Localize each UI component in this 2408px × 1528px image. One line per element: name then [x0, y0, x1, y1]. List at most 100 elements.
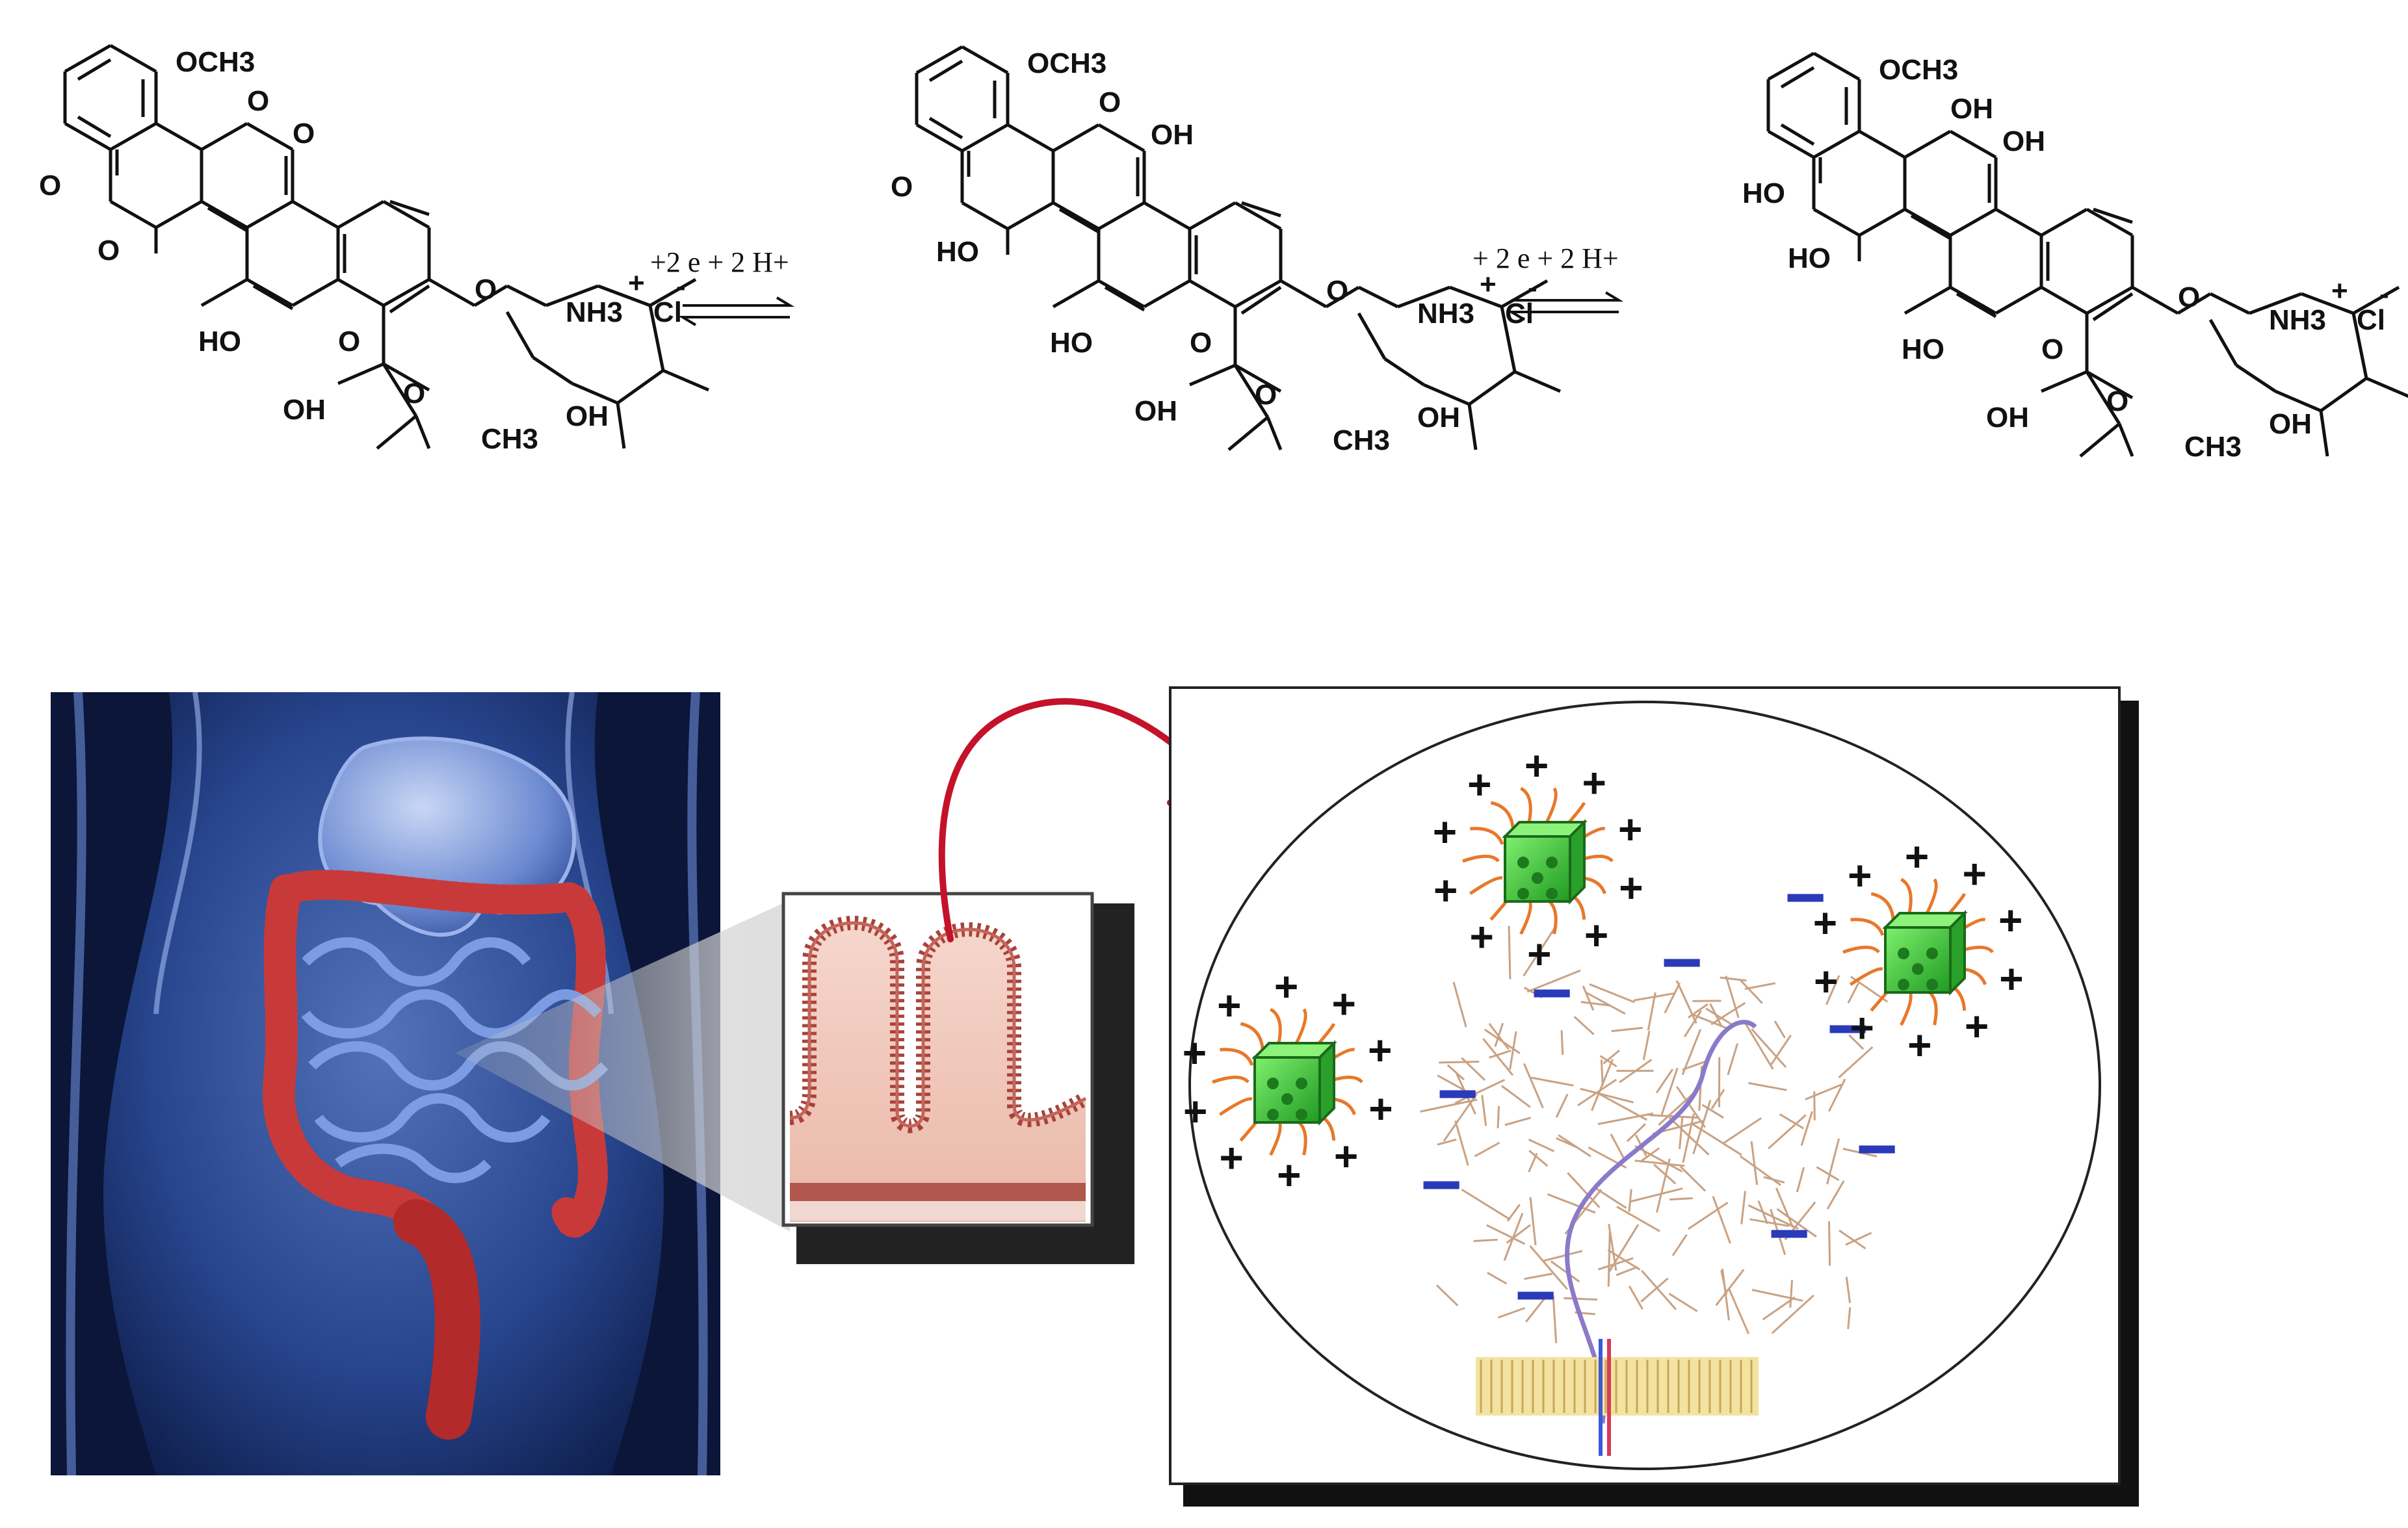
atom-label-ring-o-link: O: [2178, 281, 2200, 313]
positive-charge: +: [1584, 912, 1608, 959]
atom-label-ho-side: HO: [198, 326, 241, 357]
villi-inset: [783, 894, 1134, 1264]
positive-charge: +: [1217, 982, 1241, 1029]
cube-pore: [1517, 888, 1529, 900]
positive-charge: +: [1183, 1029, 1207, 1076]
cube-pore: [1532, 872, 1543, 884]
negative-charge: −: [1437, 1054, 1478, 1133]
atom-label-oh-chain: OH: [1986, 402, 2029, 434]
cube-pore: [1926, 948, 1938, 959]
atom-label-cl-charge: -: [2379, 278, 2389, 310]
atom-label-ch3: CH3: [1333, 424, 1390, 456]
atom-label-o1: O: [1099, 86, 1121, 118]
atom-label-ho-b: HO: [1742, 177, 1785, 209]
atom-label-keto-o: O: [2041, 333, 2063, 365]
mucin-fiber: [1814, 1091, 1815, 1120]
nanoparticle-panel: −−−−−−−−− ++++++++++++++++++++++++++++++: [1170, 688, 2139, 1507]
mucin-fiber: [1498, 1106, 1499, 1128]
atom-label-ring-o-link: O: [475, 274, 497, 305]
positive-charge: +: [1331, 980, 1355, 1027]
mucin-fiber: [1601, 1059, 1603, 1085]
positive-charge: +: [1813, 900, 1837, 946]
positive-charge: +: [1907, 1022, 1931, 1068]
atom-label-cl-charge: -: [1528, 272, 1538, 304]
negative-charge: −: [1768, 1193, 1810, 1273]
atom-label-methoxy: OCH3: [1027, 47, 1106, 79]
cube-pore: [1546, 857, 1558, 868]
atom-label-ring-o-link: O: [1326, 275, 1348, 307]
atom-label-o3: O: [293, 118, 315, 149]
reaction-2-label: + 2 e + 2 H+: [1472, 242, 1619, 274]
positive-charge: +: [1905, 833, 1929, 880]
positive-charge: +: [1850, 1005, 1874, 1052]
atom-label-o1: O: [247, 85, 269, 117]
atom-label-oh-ring: OH: [566, 400, 609, 432]
atom-label-oh-a: OH: [2002, 125, 2045, 157]
positive-charge: +: [1433, 867, 1458, 914]
cube-pore: [1546, 888, 1558, 900]
negative-charge: −: [1661, 922, 1703, 1002]
cube-pore: [1296, 1078, 1307, 1089]
positive-charge: +: [1582, 759, 1606, 806]
positive-charge: +: [1619, 864, 1643, 911]
cube-pore: [1912, 963, 1924, 975]
mucin-fiber: [1474, 1239, 1498, 1241]
cube-pore: [1267, 1078, 1279, 1089]
atom-label-nh3: NH3: [566, 296, 623, 328]
positive-charge: +: [1527, 931, 1551, 978]
atom-label-ho-side: HO: [1050, 327, 1093, 359]
cube-pore: [1296, 1109, 1307, 1120]
cube-pore: [1898, 979, 1909, 991]
cube-front: [1255, 1057, 1320, 1122]
positive-charge: +: [1433, 809, 1457, 855]
atom-label-ho-a: HO: [1788, 242, 1831, 274]
submucosa-layer: [790, 1201, 1086, 1221]
positive-charge: +: [1470, 914, 1494, 961]
mucin-fiber: [1829, 1221, 1830, 1265]
cube-pore: [1281, 1093, 1293, 1105]
atom-label-nh3-charge: +: [628, 267, 645, 299]
atom-label-oh-ring: OH: [1417, 402, 1460, 434]
atom-label-ch3: CH3: [481, 423, 538, 455]
atom-label-ring-o: O: [403, 378, 425, 409]
cube-side: [1570, 822, 1584, 901]
positive-charge: +: [1525, 742, 1549, 789]
molecule-bonds: [917, 47, 1560, 450]
cube-pore: [1517, 857, 1529, 868]
atom-label-nh3: NH3: [1417, 298, 1474, 330]
atom-label-o4: O: [98, 235, 120, 266]
positive-charge: +: [1334, 1133, 1358, 1180]
positive-charge: +: [1618, 806, 1642, 853]
positive-charge: +: [1368, 1085, 1393, 1132]
positive-charge: +: [1277, 1152, 1301, 1198]
atom-label-nh3: NH3: [2269, 304, 2326, 336]
cube-side: [1950, 913, 1965, 992]
atom-label-oh-chain: OH: [1134, 395, 1177, 427]
mucin-fiber: [1608, 1231, 1610, 1286]
atom-label-oh-chain: OH: [283, 394, 326, 426]
atom-label-keto-o: O: [338, 326, 360, 357]
positive-charge: +: [1220, 1135, 1244, 1182]
positive-charge: +: [1962, 850, 1986, 897]
positive-charge: +: [1183, 1088, 1207, 1135]
atom-label-o2: O: [891, 171, 913, 203]
atom-label-oh-b: OH: [1950, 93, 1993, 125]
muscularis-layer: [790, 1183, 1086, 1201]
atom-label-ho-a: HO: [936, 236, 979, 268]
atom-label-nh3-charge: +: [2331, 275, 2348, 307]
cube-front: [1505, 836, 1570, 901]
atom-label-keto-o: O: [1190, 327, 1212, 359]
reaction-1-label: +2 e + 2 H+: [650, 246, 789, 278]
atom-label-methoxy: OCH3: [176, 46, 255, 78]
mucin-fiber: [1669, 1198, 1693, 1200]
atom-label-ring-o: O: [1255, 379, 1277, 411]
mucin-fiber: [1562, 1030, 1563, 1055]
mucin-fiber: [1509, 926, 1510, 979]
negative-charge: −: [1856, 1109, 1898, 1189]
atom-label-ho-side: HO: [1902, 333, 1944, 365]
